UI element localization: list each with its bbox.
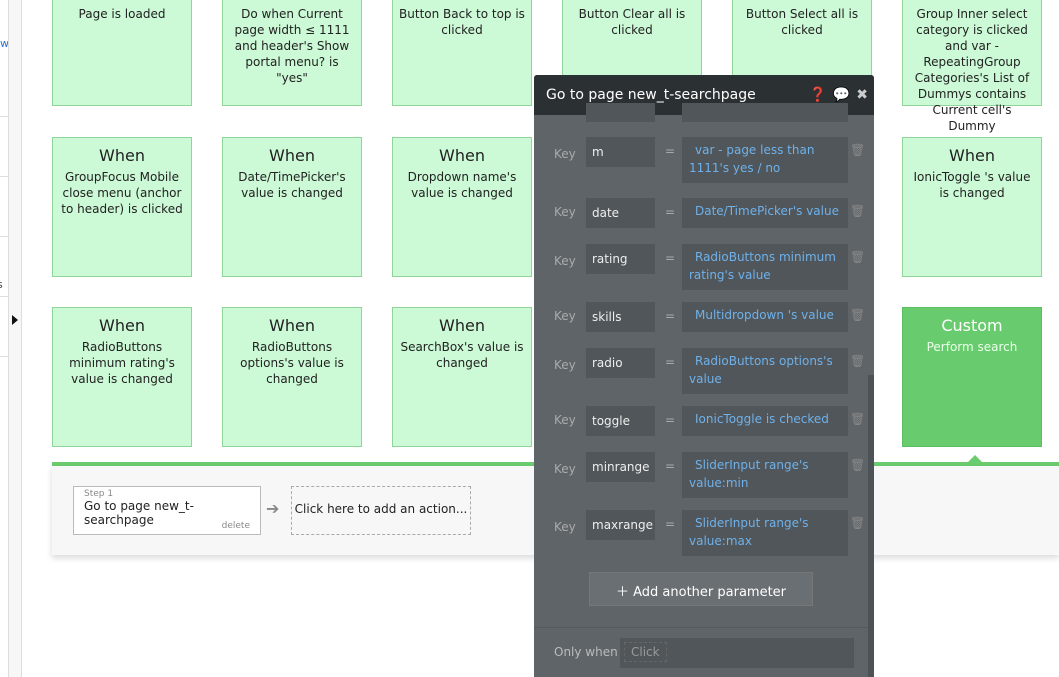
- close-icon[interactable]: ✖: [856, 87, 868, 103]
- event-type: When: [439, 316, 485, 335]
- key-input[interactable]: maxrange: [586, 510, 655, 540]
- comment-icon[interactable]: 💬: [832, 87, 851, 103]
- equals-sign: =: [665, 251, 676, 265]
- key-input[interactable]: skills: [586, 302, 655, 332]
- event-type: When: [99, 146, 145, 165]
- key-label: Key: [554, 254, 576, 268]
- event-card[interactable]: Group Inner select category is clicked a…: [902, 0, 1042, 133]
- equals-sign: =: [665, 144, 676, 158]
- value-input[interactable]: Date/TimePicker's value: [682, 198, 848, 228]
- equals-sign: =: [665, 413, 676, 427]
- value-input[interactable]: RadioButtons minimum rating's value: [682, 244, 848, 290]
- event-description: Page is loaded: [78, 7, 166, 21]
- event-description: RadioButtons options's value is changed: [240, 340, 344, 386]
- value-input[interactable]: SliderInput range's value:min: [682, 452, 848, 498]
- event-description: Perform search: [926, 340, 1018, 354]
- key-input[interactable]: toggle: [586, 406, 655, 436]
- event-description: Button Back to top is clicked: [399, 7, 525, 37]
- popup-scrollbar[interactable]: [868, 375, 874, 677]
- event-description: Button Select all is clicked: [745, 7, 859, 37]
- equals-sign: =: [665, 459, 676, 473]
- value-input[interactable]: RadioButtons options's value: [682, 348, 848, 394]
- key-label: Key: [554, 358, 576, 372]
- equals-sign: =: [665, 205, 676, 219]
- only-when-input[interactable]: Click: [620, 638, 854, 668]
- event-description: Do when Current page width ≤ 1111 and he…: [234, 7, 350, 85]
- event-description: Date/TimePicker's value is changed: [238, 170, 346, 200]
- equals-sign: =: [665, 355, 676, 369]
- action-properties-popup: Go to page new_t-searchpage ❓💬✖ Key m = …: [534, 75, 874, 677]
- equals-sign: =: [665, 309, 676, 323]
- key-input[interactable]: minrange: [586, 452, 655, 482]
- event-card[interactable]: Do when Current page width ≤ 1111 and he…: [222, 0, 362, 106]
- key-label: Key: [554, 309, 576, 323]
- event-card[interactable]: Button Back to top is clicked: [392, 0, 532, 106]
- trash-icon[interactable]: 🗑: [850, 143, 866, 157]
- expand-triangle-icon[interactable]: [12, 315, 18, 325]
- key-label: Key: [554, 205, 576, 219]
- event-description: Dropdown name's value is changed: [407, 170, 517, 200]
- step-label: Step 1: [84, 489, 114, 499]
- trash-icon[interactable]: 🗑: [850, 308, 866, 322]
- trash-icon[interactable]: 🗑: [850, 412, 866, 426]
- key-label: Key: [554, 413, 576, 427]
- selected-pointer-icon: [968, 455, 982, 462]
- trash-icon[interactable]: 🗑: [850, 458, 866, 472]
- key-label: Key: [554, 462, 576, 476]
- key-input[interactable]: date: [586, 198, 655, 228]
- event-type: When: [439, 146, 485, 165]
- collapse-strip[interactable]: [8, 0, 22, 677]
- divider: [534, 627, 874, 628]
- event-description: Group Inner select category is clicked a…: [914, 7, 1030, 133]
- event-description: RadioButtons minimum rating's value is c…: [69, 340, 175, 386]
- sidebar-fragment[interactable]: w: [0, 37, 9, 50]
- arrow-right-icon: ➔: [266, 499, 280, 518]
- add-parameter-button[interactable]: ＋ Add another parameter: [589, 572, 813, 606]
- key-input[interactable]: radio: [586, 348, 655, 378]
- step-title: Go to page new_t-searchpage: [84, 499, 194, 527]
- delete-link[interactable]: delete: [221, 521, 250, 531]
- event-type: When: [269, 146, 315, 165]
- trash-icon[interactable]: 🗑: [850, 516, 866, 530]
- event-card[interactable]: Page is loaded: [52, 0, 192, 106]
- event-type: When: [99, 316, 145, 335]
- event-description: IonicToggle 's value is changed: [913, 170, 1031, 200]
- value-input[interactable]: var - page less than 1111's yes / no: [682, 137, 848, 183]
- event-type: When: [269, 316, 315, 335]
- popup-title: Go to page new_t-searchpage: [546, 87, 756, 103]
- sidebar-fragment: s: [0, 278, 3, 291]
- help-icon[interactable]: ❓: [809, 87, 827, 103]
- event-description: GroupFocus Mobile close menu (anchor to …: [61, 170, 183, 216]
- event-type: Custom: [941, 316, 1003, 335]
- value-input[interactable]: IonicToggle is checked: [682, 406, 848, 436]
- trash-icon[interactable]: 🗑: [850, 250, 866, 264]
- key-label: Key: [554, 520, 576, 534]
- trash-icon[interactable]: 🗑: [850, 204, 866, 218]
- key-label: Key: [554, 147, 576, 161]
- event-description: SearchBox's value is changed: [400, 340, 524, 370]
- trash-icon[interactable]: 🗑: [850, 354, 866, 368]
- step-1-action[interactable]: Step 1 Go to page new_t-searchpage delet…: [73, 486, 261, 535]
- only-when-placeholder: Click: [624, 642, 667, 662]
- equals-sign: =: [665, 517, 676, 531]
- value-input[interactable]: Multidropdown 's value: [682, 302, 848, 332]
- add-action-button[interactable]: Click here to add an action...: [291, 486, 471, 535]
- key-input[interactable]: rating: [586, 244, 655, 274]
- only-when-label: Only when: [554, 645, 618, 659]
- key-input[interactable]: m: [586, 137, 655, 167]
- event-type: When: [949, 146, 995, 165]
- value-input[interactable]: SliderInput range's value:max: [682, 510, 848, 556]
- add-parameter-label: Add another parameter: [633, 585, 787, 600]
- event-description: Button Clear all is clicked: [578, 7, 686, 37]
- left-panel: w s: [0, 0, 9, 677]
